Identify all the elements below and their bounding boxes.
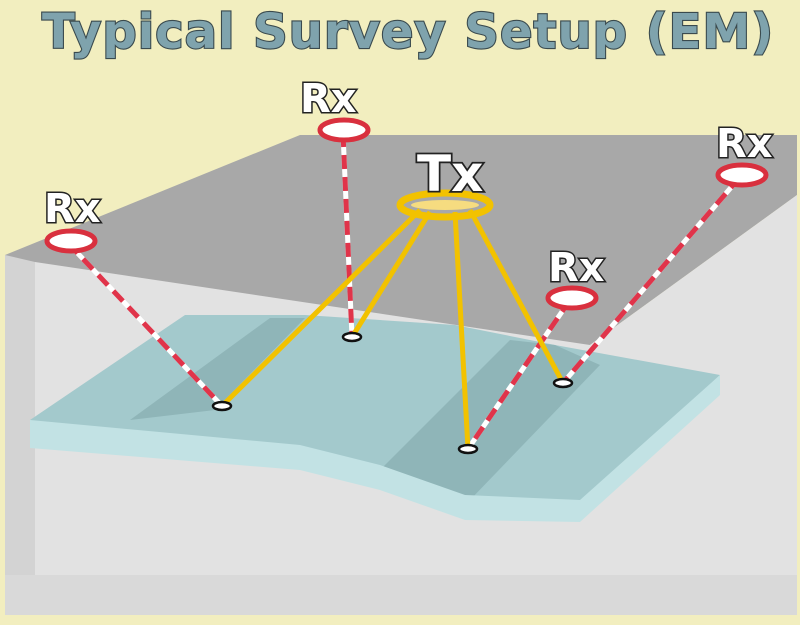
measurement-point	[211, 400, 233, 412]
tx-link-2	[349, 210, 433, 339]
rx-label-right-near: Rx	[548, 245, 605, 291]
measurement-point	[552, 377, 574, 389]
measurement-point	[341, 331, 363, 343]
conductor-fold-left	[130, 318, 305, 420]
tx-link-3	[452, 211, 471, 450]
receiver-coil-left	[44, 228, 98, 254]
ground-left-face	[5, 255, 35, 600]
measurement-points	[211, 331, 574, 455]
transmitter-links	[220, 208, 566, 450]
measurement-point	[457, 443, 479, 455]
tx-link-1	[220, 208, 422, 408]
ground-bottom-strip	[5, 575, 797, 615]
receiver-coils	[44, 117, 769, 311]
receiver-coil-center	[317, 117, 371, 143]
tx-label: Tx	[417, 145, 483, 203]
receiver-coil-right-far	[715, 162, 769, 188]
rx-label-right-far: Rx	[716, 121, 773, 167]
conductor-layer-front	[30, 375, 720, 522]
diagram-title: Typical Survey Setup (EM)	[42, 4, 774, 60]
transmitter-coil	[396, 189, 494, 221]
tx-link-4	[467, 208, 566, 385]
rx-label-center: Rx	[300, 76, 357, 122]
receiver-coil-right-near	[545, 285, 599, 311]
receiver-links	[66, 132, 742, 451]
rx-label-left: Rx	[44, 186, 101, 232]
